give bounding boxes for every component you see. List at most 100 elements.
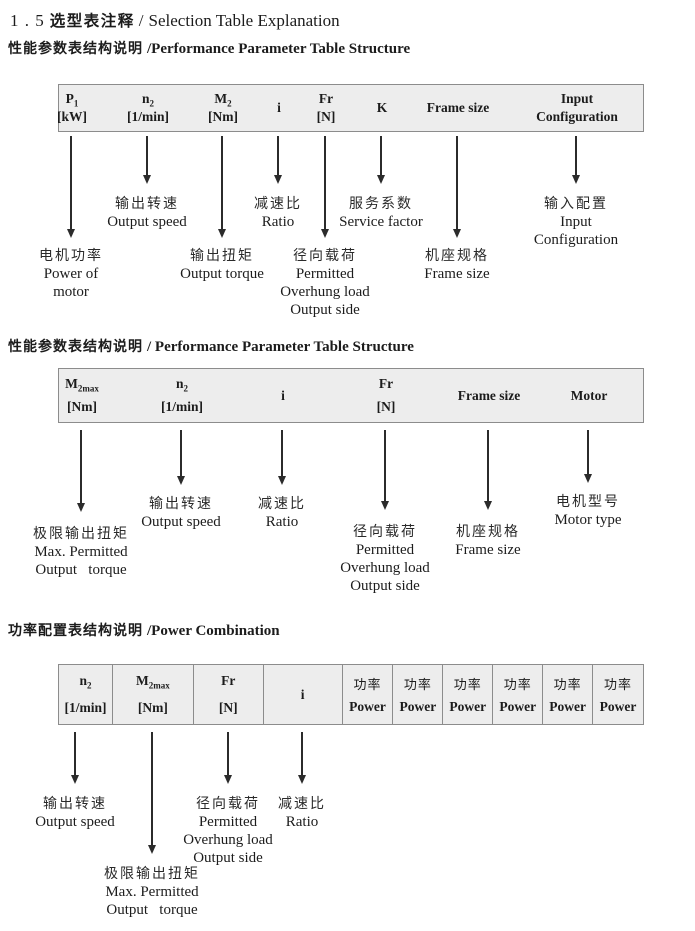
label-power-of-motor: 电机功率 Power of motor	[39, 248, 103, 300]
column-symbol: Frame size	[426, 100, 490, 115]
down-arrow-icon	[217, 136, 227, 238]
column-fr: Fr [N]	[317, 85, 336, 131]
label-overhung-load: 径向载荷 Permitted Overhung load Output side	[340, 524, 430, 594]
down-arrow-icon	[142, 136, 152, 184]
down-arrow-icon	[483, 430, 493, 510]
down-arrow-icon	[223, 732, 233, 784]
column-symbol: Fr	[378, 376, 394, 391]
section2-heading-zh: 性能参数表结构说明	[8, 339, 143, 355]
label-ratio: 减速比 Ratio	[258, 496, 306, 530]
section1-heading-en: /Performance Parameter Table Structure	[147, 41, 411, 57]
page-title-zh: 选型表注释	[49, 12, 135, 30]
title-separator: /	[138, 11, 144, 30]
column-n2: n2 [1/min]	[161, 369, 203, 422]
label-input-configuration: 输入配置 Input Configuration	[533, 196, 619, 248]
down-arrow-icon	[297, 732, 307, 784]
section3-heading-en: /Power Combination	[147, 623, 280, 639]
column-power-3: 功率 Power	[443, 665, 494, 724]
label-output-torque: 输出扭矩 Output torque	[180, 248, 264, 282]
label-output-speed: 输出转速 Output speed	[35, 796, 115, 830]
label-ratio: 减速比 Ratio	[254, 196, 302, 230]
column-n2: n2 [1/min]	[59, 665, 113, 724]
column-m2: M2 [Nm]	[208, 85, 238, 131]
column-unit: [Nm]	[137, 700, 168, 715]
column-symbol: n2	[79, 673, 92, 691]
down-arrow-icon	[70, 732, 80, 784]
column-i: i	[264, 665, 343, 724]
column-unit: [1/min]	[64, 700, 107, 715]
label-frame-size: 机座规格 Frame size	[424, 248, 490, 282]
down-arrow-icon	[452, 136, 462, 238]
power-combination-table-header: n2 [1/min] M2max [Nm] Fr [N] i 功率 Power …	[58, 664, 644, 725]
column-symbol: Motor	[570, 387, 608, 403]
column-unit: [1/min]	[161, 399, 203, 414]
column-symbol: M2	[214, 91, 232, 109]
label-max-output-torque: 极限输出扭矩 Max. Permitted Output torque	[33, 526, 129, 578]
label-max-output-torque: 极限输出扭矩 Max. Permitted Output torque	[104, 866, 200, 918]
performance-table-1-header: P1 [kW] n2 [1/min] M2 [Nm] i Fr [N] K Fr…	[57, 84, 644, 132]
down-arrow-icon	[147, 732, 157, 854]
column-power-4: 功率 Power	[493, 665, 544, 724]
column-frame-size: Frame size	[427, 85, 490, 131]
column-m2max: M2max [Nm]	[65, 369, 99, 422]
column-power-1: 功率 Power	[343, 665, 394, 724]
column-p1: P1 [kW]	[57, 85, 87, 131]
column-symbol: i	[277, 100, 281, 115]
column-symbol: n2	[175, 376, 188, 394]
column-unit: [Nm]	[67, 399, 97, 414]
section-number: 1 . 5	[10, 11, 45, 30]
column-i: i	[281, 369, 285, 422]
column-symbol: K	[376, 100, 388, 115]
column-unit: [N]	[316, 109, 336, 124]
down-arrow-icon	[76, 430, 86, 512]
down-arrow-icon	[277, 430, 287, 485]
label-ratio: 减速比 Ratio	[278, 796, 326, 830]
section2-heading: 性能参数表结构说明/ Performance Parameter Table S…	[8, 336, 414, 356]
column-symbol: i	[281, 387, 285, 403]
column-symbol: M2max	[65, 376, 99, 394]
label-overhung-load: 径向载荷 Permitted Overhung load Output side	[183, 796, 273, 866]
column-symbol: i	[300, 686, 305, 702]
section1-heading: 性能参数表结构说明/Performance Parameter Table St…	[8, 38, 410, 58]
down-arrow-icon	[176, 430, 186, 485]
column-frame-size: Frame size	[458, 369, 521, 422]
down-arrow-icon	[320, 136, 330, 238]
column-power-2: 功率 Power	[393, 665, 444, 724]
column-symbol: Fr	[221, 673, 236, 688]
column-m2max: M2max [Nm]	[113, 665, 194, 724]
column-input-configuration: Input Configuration	[536, 85, 618, 131]
label-output-speed: 输出转速 Output speed	[107, 196, 187, 230]
column-fr: Fr [N]	[194, 665, 264, 724]
label-frame-size: 机座规格 Frame size	[455, 524, 521, 558]
down-arrow-icon	[583, 430, 593, 483]
section1-heading-zh: 性能参数表结构说明	[8, 41, 143, 57]
section2-heading-en: / Performance Parameter Table Structure	[147, 339, 414, 355]
column-n2: n2 [1/min]	[127, 85, 169, 131]
down-arrow-icon	[66, 136, 76, 238]
down-arrow-icon	[380, 430, 390, 510]
page-title-en: Selection Table Explanation	[148, 11, 340, 30]
label-overhung-load: 径向载荷 Permitted Overhung load Output side	[280, 248, 370, 318]
column-i: i	[277, 85, 281, 131]
column-unit: [N]	[376, 399, 396, 414]
column-unit: [1/min]	[127, 109, 169, 124]
column-symbol: n2	[141, 91, 154, 109]
column-power-6: 功率 Power	[599, 678, 637, 714]
column-unit: [N]	[218, 700, 238, 715]
label-output-speed: 输出转速 Output speed	[141, 496, 221, 530]
column-symbol: M2max	[135, 673, 170, 691]
column-k: K	[377, 85, 388, 131]
column-symbol: Input	[560, 91, 594, 106]
down-arrow-icon	[376, 136, 386, 184]
column-symbol: P1	[65, 91, 79, 109]
section3-heading-zh: 功率配置表结构说明	[8, 623, 143, 639]
label-service-factor: 服务系数 Service factor	[339, 196, 423, 230]
label-motor-type: 电机型号 Motor type	[554, 494, 622, 528]
column-fr: Fr [N]	[377, 369, 396, 422]
column-unit: [kW]	[57, 109, 87, 124]
column-power-5: 功率 Power	[543, 665, 594, 724]
down-arrow-icon	[273, 136, 283, 184]
column-unit: [Nm]	[208, 109, 238, 124]
